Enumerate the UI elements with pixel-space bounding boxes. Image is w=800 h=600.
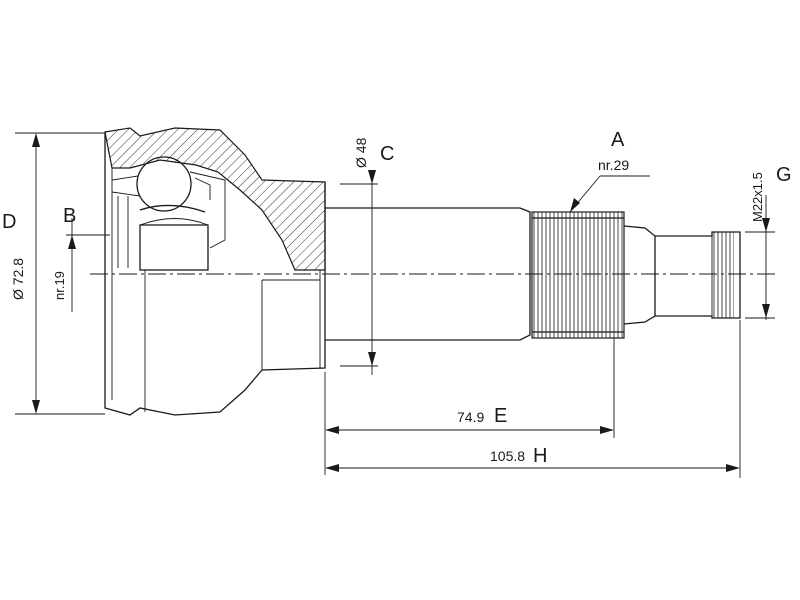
spline-count-label: nr.29 <box>598 157 629 173</box>
dimension-c <box>340 170 378 375</box>
ball-count-label: nr.19 <box>52 271 67 300</box>
label-g: G <box>776 164 792 186</box>
dimension-a <box>569 175 650 213</box>
label-b: B <box>63 205 76 227</box>
label-a: A <box>611 129 625 151</box>
label-e: E <box>494 405 507 427</box>
housing-outline <box>104 132 326 416</box>
inner-race <box>139 224 209 271</box>
shaft-body <box>325 207 531 341</box>
outer-diameter-label: Ø 72.8 <box>10 258 26 300</box>
length-e-value: 74.9 <box>457 409 484 425</box>
dimension-b <box>66 218 110 312</box>
shaft <box>325 207 741 341</box>
ball <box>136 156 192 212</box>
shaft-diameter-label: Ø 48 <box>353 137 369 168</box>
housing-section-hatch <box>104 127 326 271</box>
dimension-h <box>325 320 741 478</box>
dimension-e <box>324 338 615 475</box>
splined-section <box>531 211 625 339</box>
joint-housing <box>104 127 326 416</box>
dimension-d <box>15 132 105 415</box>
label-h: H <box>533 445 547 467</box>
label-d: D <box>2 211 16 233</box>
thread-label: M22x1.5 <box>750 172 765 222</box>
length-h-value: 105.8 <box>490 448 525 464</box>
dimension-g <box>745 195 775 320</box>
label-c: C <box>380 143 394 165</box>
inner-race-assembly <box>111 156 226 271</box>
